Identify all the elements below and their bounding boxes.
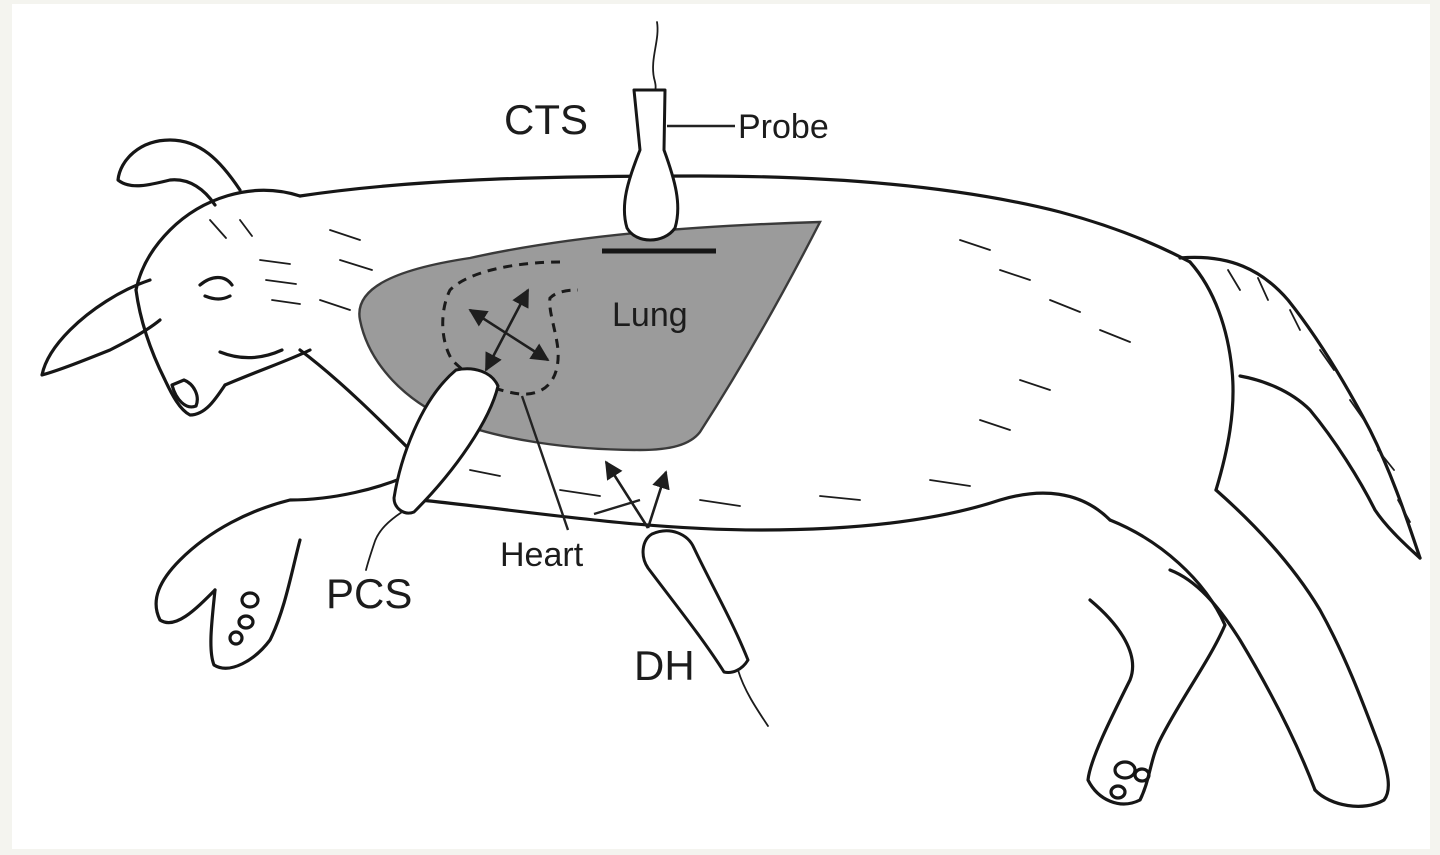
label-dh: DH bbox=[634, 642, 695, 689]
label-pcs: PCS bbox=[326, 570, 412, 617]
probe-dh bbox=[641, 529, 769, 727]
heart-outline bbox=[441, 260, 579, 396]
probe-pcs bbox=[365, 367, 500, 571]
dog-illustration bbox=[40, 138, 1422, 808]
heart-leader-line-1 bbox=[520, 395, 570, 531]
label-heart: Heart bbox=[500, 536, 584, 574]
label-probe: Probe bbox=[738, 108, 829, 146]
heart-axis-arrow-2 bbox=[484, 288, 530, 372]
diagram-frame bbox=[12, 4, 1430, 849]
heart-leader-line-2 bbox=[593, 498, 641, 516]
dh-arrow-2 bbox=[646, 470, 670, 529]
label-cts: CTS bbox=[504, 96, 588, 143]
dh-arrow-1 bbox=[604, 460, 650, 529]
probe-cts bbox=[602, 21, 716, 254]
label-lung: Lung bbox=[612, 296, 688, 334]
